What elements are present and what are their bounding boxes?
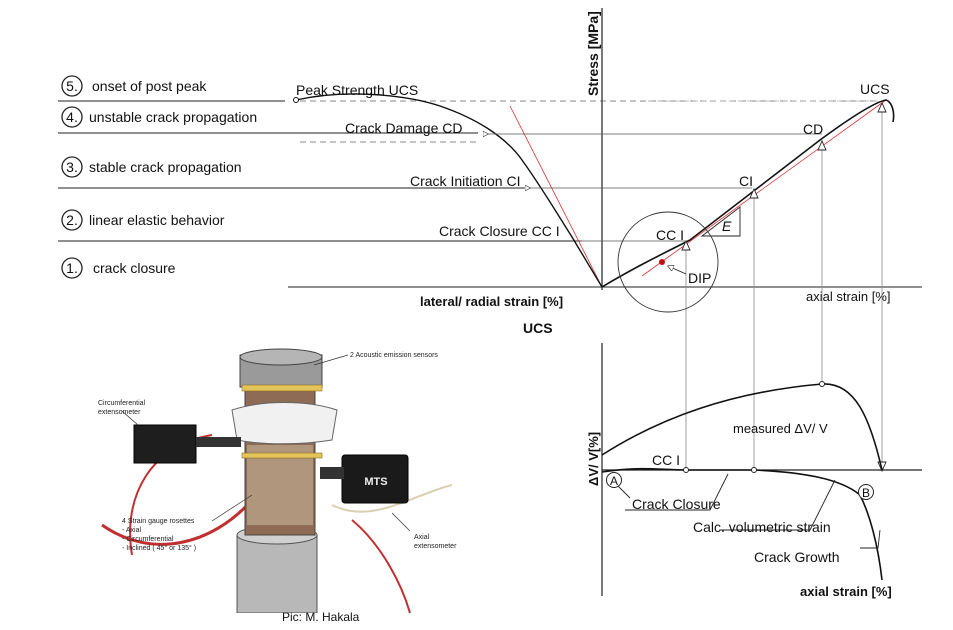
stage-label: unstable crack propagation [89,109,257,125]
stage-label: stable crack propagation [89,159,242,175]
strap-band [241,384,323,392]
elastic-modulus-triangle [700,206,741,237]
strap-band [241,452,323,459]
lower-axial-strain-label: axial strain [%] [800,584,892,599]
crack-initiation-label: Crack Initiation CI [410,173,520,189]
lateral-strain-label: lateral/ radial strain [%] [420,294,563,309]
photo-leaders [121,354,411,532]
stage-number: 4. [66,109,78,125]
stage-number: 3. [66,159,78,175]
rosette-label-line2: - Axial [122,527,142,534]
marker-a: A [610,474,618,488]
axial-tangent-line [641,99,887,277]
lateral-stress-strain-curve [295,93,603,288]
stage-3: 3. stable crack propagation [61,156,242,178]
ucs-title: UCS [523,320,553,336]
acoustic-emission-holder [231,402,338,445]
stage-number-badge [61,156,83,178]
test-setup-illustration: MTS 2 Acoustic emission sensors Circumfe… [98,348,457,613]
axial-extensometer-label-line2: extensometer [414,543,457,550]
stage-2: 2. linear elastic behavior [61,209,225,231]
loading-platen [236,534,318,613]
stage-number: 5. [66,78,78,94]
crack-closure-callout: Crack Closure [632,496,721,512]
circumferential-extensometer [133,424,197,464]
ucs-label: UCS [860,81,890,97]
rosette-label-line3: - Circumferential [122,536,174,543]
red-cable [351,519,411,613]
mts-brand: MTS [364,476,387,488]
circ-extensometer-label-line1: Circumferential [98,400,146,407]
dip-point [659,259,665,265]
stage-dividers [58,100,922,288]
axial-extensometer-label-line1: Axial [414,534,430,541]
cd-label: CD [803,121,823,137]
lower-cc-label: CC I [652,452,680,468]
dip-zoom-circle [617,211,719,313]
rosette-label-line4: - Inclined ( 45° or 135° ) [122,544,196,552]
peak-strength-label: Peak Strength UCS [296,82,418,98]
stress-axis-label: Stress [MPa] [585,11,601,96]
peak-strength-point [293,97,299,103]
stage-4: 4. unstable crack propagation [61,106,257,128]
marker-a-badge [606,472,622,488]
stage-5: 5. onset of post peak [61,75,207,97]
calc-volumetric-callout: Calc. volumetric strain [693,519,831,535]
volumetric-axis-label: ΔV/ V[%] [586,432,601,486]
stage-label: crack closure [93,260,176,276]
dip-arrow [668,266,687,275]
stage-number: 1. [66,260,78,276]
stage-1: 1. crack closure [61,257,176,279]
circ-extensometer-label-line2: extensometer [98,409,141,416]
stage-list: 5. onset of post peak 4. unstable crack … [61,75,257,279]
red-cable [101,499,254,546]
measured-curve-label: measured ΔV/ V [733,421,828,436]
crack-closure-label: Crack Closure CC I [439,223,560,239]
axial-strain-label: axial strain [%] [806,289,891,304]
measured-volumetric-curve [601,383,883,471]
stage-label: onset of post peak [92,78,207,94]
ci-label: CI [739,173,753,189]
stage-number-badge [61,257,83,279]
vertical-connectors [685,104,883,470]
lower-curve-points [683,381,825,473]
stage-number-badge [61,75,83,97]
white-cable [331,484,453,513]
crack-growth-callout: Crack Growth [754,549,840,565]
callout-leaders [617,473,881,549]
level-connectors [488,100,880,242]
stage-number-badge [61,106,83,128]
elastic-modulus-label: E [722,218,732,234]
test-setup-photo: MTS 2 Acoustic emission sensors Circumfe… [92,345,464,613]
marker-b: B [862,486,870,500]
marker-b-badge [858,484,874,500]
lateral-tangent-line [509,105,603,288]
stage-number: 2. [66,212,78,228]
dip-label: DIP [688,270,711,286]
stage-number-badge [61,209,83,231]
rosette-label-line1: 4 Strain gauge rosettes [122,518,195,525]
stage-label: linear elastic behavior [89,212,225,228]
crack-damage-label: Crack Damage CD [345,120,462,136]
axial-stress-strain-curve [601,99,895,288]
ae-sensors-label: 2 Acoustic emission sensors [350,352,438,359]
cc-label: CC I [656,227,684,243]
